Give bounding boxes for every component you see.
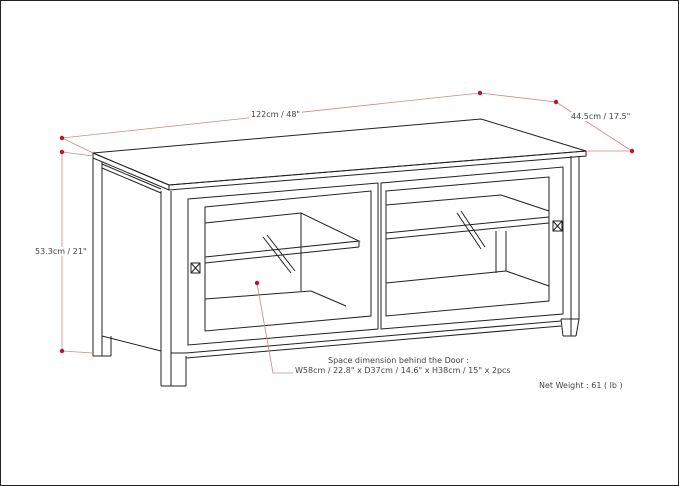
net-weight-label: Net Weight : 61 ( lb ) [537,381,625,390]
height-dimension-label: 53.3cm / 21" [33,247,89,256]
dimension-dots [59,90,635,354]
width-dimension-label: 122cm / 48" [249,110,303,119]
space-note-title: Space dimension behind the Door : [326,356,472,365]
furniture-outline [92,118,587,387]
space-note-detail: W58cm / 22.8" x D37cm / 14.6" x H38cm / … [293,366,513,375]
dimension-lines [61,92,633,374]
depth-dimension-label: 44.5cm / 17.5" [569,112,633,121]
